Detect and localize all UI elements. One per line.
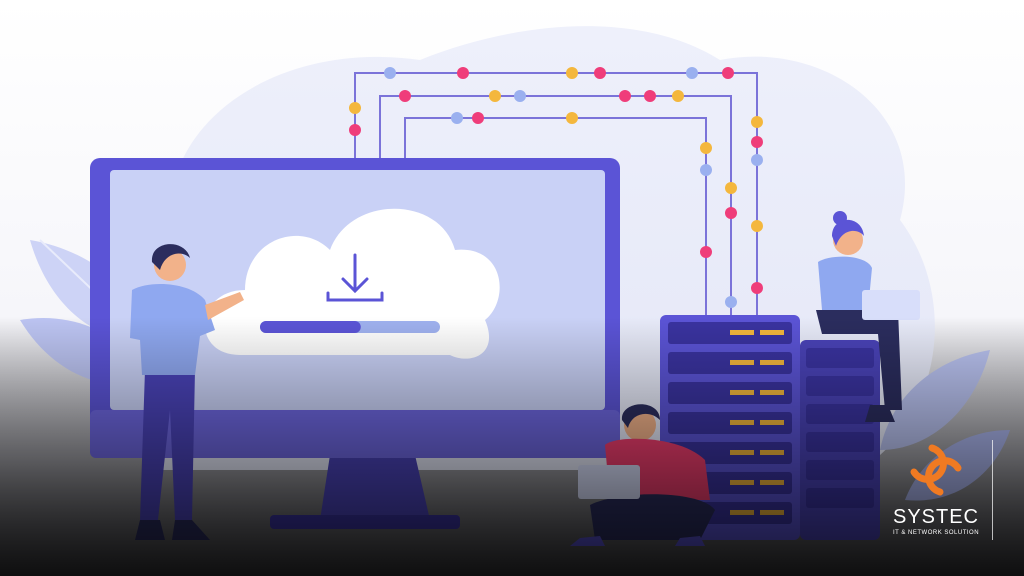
brand-tagline: IT & NETWORK SOLUTION — [892, 530, 980, 536]
interlocking-rings-logo-icon — [910, 444, 962, 496]
brand-divider — [992, 440, 993, 540]
brand-logo: SYSTEC IT & NETWORK SOLUTION — [884, 438, 1000, 542]
brand-name: SYSTEC — [892, 506, 980, 528]
